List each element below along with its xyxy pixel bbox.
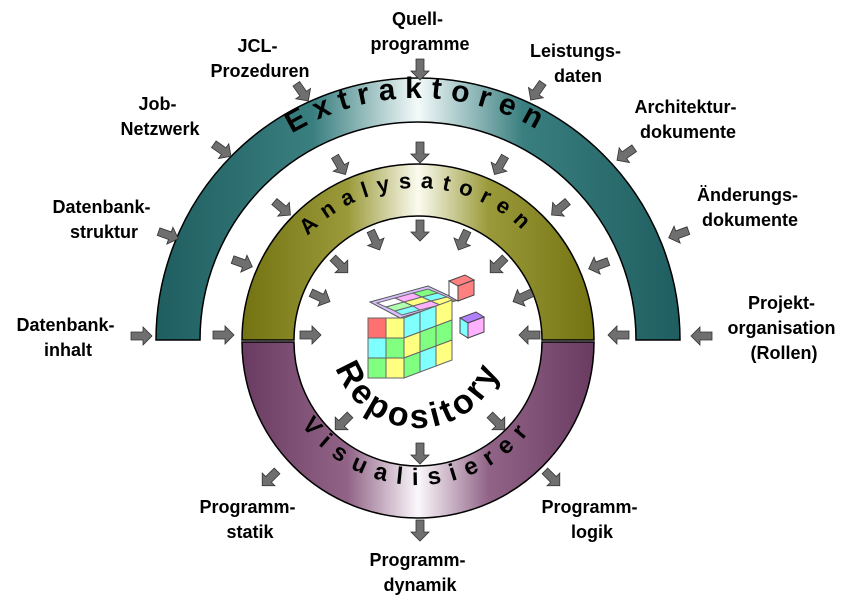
arrow-datenbankstruktur	[156, 226, 179, 245]
label-leistungsdaten: Leistungs- daten	[530, 41, 626, 86]
arrow-ring1-tr	[490, 153, 510, 176]
arrow-ring2-tr	[453, 228, 472, 251]
label-programmstatik: Programm- statik	[199, 497, 300, 542]
arrow-projektorganisation	[690, 326, 713, 346]
arrow-leistungsdaten	[527, 79, 547, 101]
arrow-ring1-r	[551, 197, 571, 217]
arrow-ring2-top	[410, 219, 430, 242]
label-quellprogramme: Quell- programme	[370, 9, 469, 54]
arrow-ring1-l	[271, 197, 291, 217]
label-architekturdokumente: Architektur- dokumente	[634, 97, 741, 142]
arrow-architektur	[616, 144, 638, 164]
arrow-ring1-e	[607, 325, 630, 345]
analysatoren-ring	[241, 163, 595, 341]
arrow-ring2-w	[299, 325, 322, 345]
label-programmlogik: Programm- logik	[541, 497, 642, 542]
arrows-layer	[130, 58, 713, 542]
arrow-ring1-rr	[588, 256, 611, 275]
arrow-out-right	[486, 411, 506, 431]
arrow-out-left	[334, 411, 354, 431]
repository-cube-icon	[367, 274, 486, 379]
arrow-out-center	[410, 442, 430, 465]
arrow-ring2-l	[329, 254, 349, 274]
arrow-ring2-ll	[308, 288, 331, 307]
label-job-netzwerk: Job- Netzwerk	[120, 94, 200, 139]
arrow-ring2-r	[489, 254, 509, 274]
arrow-ring2-e	[518, 325, 541, 345]
arrow-ring2-tl	[366, 228, 385, 251]
label-datenbankstruktur: Datenbank- struktur	[52, 197, 155, 242]
arrow-aenderung	[668, 225, 691, 244]
label-datenbankinhalt: Datenbank- inhalt	[16, 315, 119, 360]
label-programmdynamik: Programm- dynamik	[369, 550, 470, 595]
label-jcl-prozeduren: JCL- Prozeduren	[210, 36, 309, 81]
arrow-ring1-ll	[230, 254, 253, 273]
arrow-out-dynamik	[410, 519, 430, 542]
extraktoren-ring	[155, 77, 681, 341]
arrow-out-statik	[261, 467, 281, 487]
arrow-ring1-top	[410, 141, 430, 164]
visualisierer-ring	[241, 341, 595, 519]
label-aenderungsdokumente: Änderungs- dokumente	[697, 185, 803, 230]
arrow-jcl	[292, 80, 312, 102]
arrow-ring1-w	[212, 325, 235, 345]
arrow-out-logik	[541, 467, 561, 487]
arrow-ring1-tl	[330, 153, 350, 176]
arrow-quellprogramme	[410, 58, 430, 81]
arrow-ring2-rr	[512, 288, 535, 307]
arrow-datenbankinhalt	[130, 326, 153, 346]
arrow-job-netzwerk	[210, 140, 232, 160]
label-projektorganisation: Projekt- organisation (Rollen)	[727, 293, 840, 363]
